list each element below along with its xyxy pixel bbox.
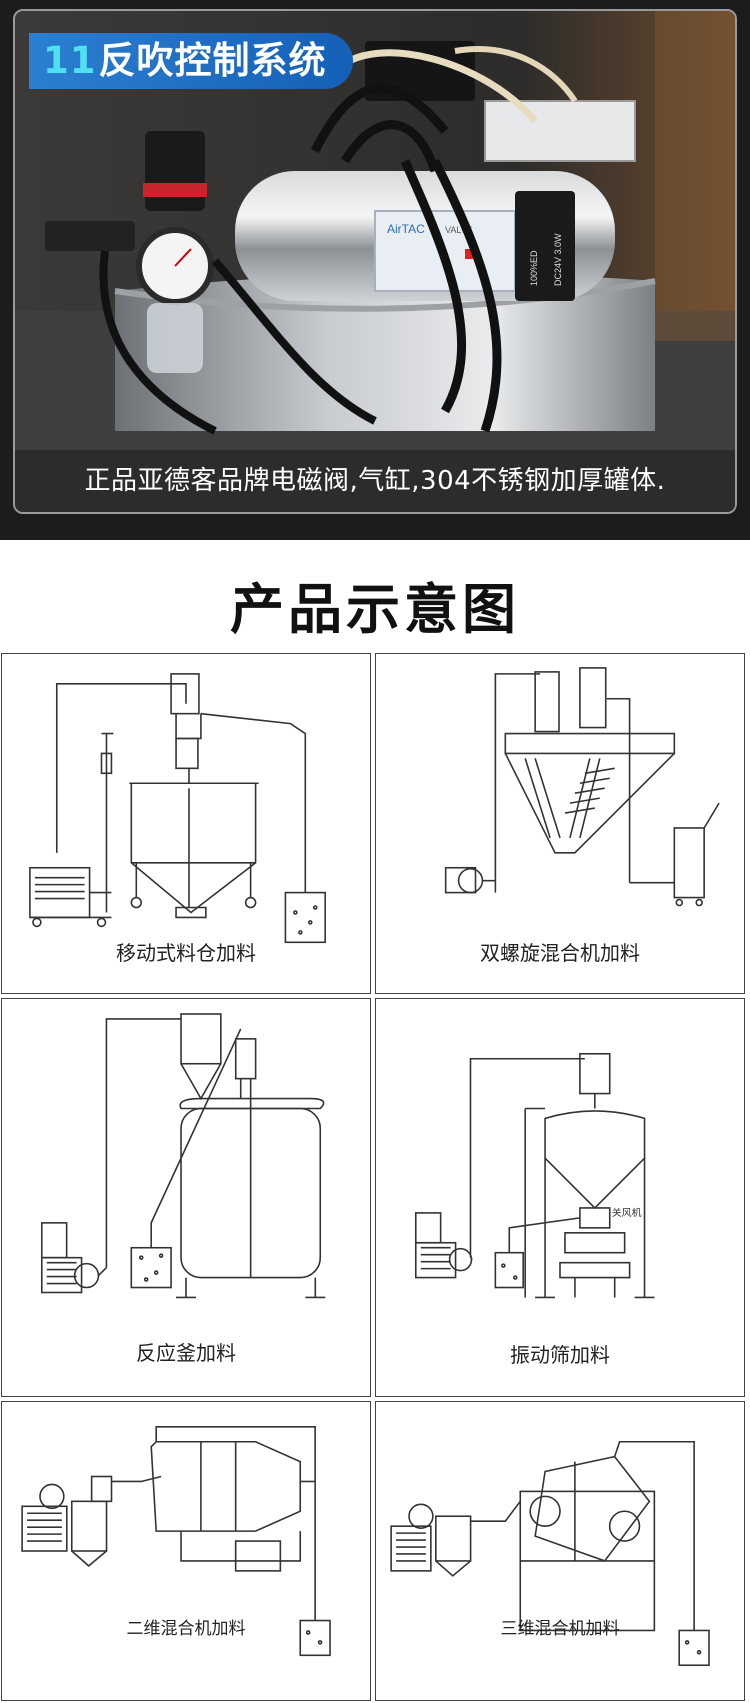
3d-mixer-diagram — [390, 1440, 710, 1667]
coil-voltage-label: DC24V 3.0W — [553, 233, 563, 286]
diagram-panel-vibrating-screen: 关风机 振动筛加料 — [375, 998, 745, 1397]
mobile-hopper-diagram — [29, 673, 326, 944]
coil-duty-label: 100%ED — [529, 250, 539, 286]
reactor-diagram — [40, 1013, 326, 1299]
hero-section: AirTAC VALVE DC24V 3.0W 100%ED — [0, 0, 750, 540]
diagram-caption: 反应釜加料 — [136, 1341, 236, 1365]
diagram-caption: 双螺旋混合机加料 — [480, 941, 640, 965]
valve-type-label: VALVE — [445, 225, 473, 235]
diagram-caption: 二维混合机加料 — [126, 1619, 246, 1639]
hero-frame: AirTAC VALVE DC24V 3.0W 100%ED — [13, 9, 737, 514]
hero-caption: 正品亚德客品牌电磁阀,气缸,304不锈钢加厚罐体. — [15, 450, 735, 512]
valve-brand-label: AirTAC — [387, 222, 425, 236]
vibrating-screen-diagram: 关风机 — [414, 1052, 655, 1299]
diagram-caption: 三维混合机加料 — [500, 1619, 620, 1639]
diagram-panel-mobile-hopper: 移动式料仓加料 — [1, 653, 371, 994]
diagram-panel-double-screw-mixer: 双螺旋混合机加料 — [375, 653, 745, 994]
rotary-valve-label: 关风机 — [612, 1206, 642, 1219]
double-screw-mixer-diagram — [444, 667, 720, 907]
hero-title-badge: 11反吹控制系统 — [29, 33, 353, 89]
diagram-caption: 移动式料仓加料 — [116, 941, 256, 965]
section-title: 产品示意图 — [230, 578, 520, 641]
diagram-panel-reactor: 反应釜加料 — [1, 998, 371, 1397]
diagram-panel-3d-mixer: 三维混合机加料 — [375, 1401, 745, 1701]
2d-mixer-diagram — [21, 1426, 331, 1657]
hero-title: 反吹控制系统 — [98, 39, 327, 82]
diagram-caption: 振动筛加料 — [510, 1343, 610, 1367]
product-photo: AirTAC VALVE DC24V 3.0W 100%ED — [15, 11, 735, 512]
diagram-panel-2d-mixer: 二维混合机加料 — [1, 1401, 371, 1701]
hero-number: 11 — [43, 39, 97, 82]
